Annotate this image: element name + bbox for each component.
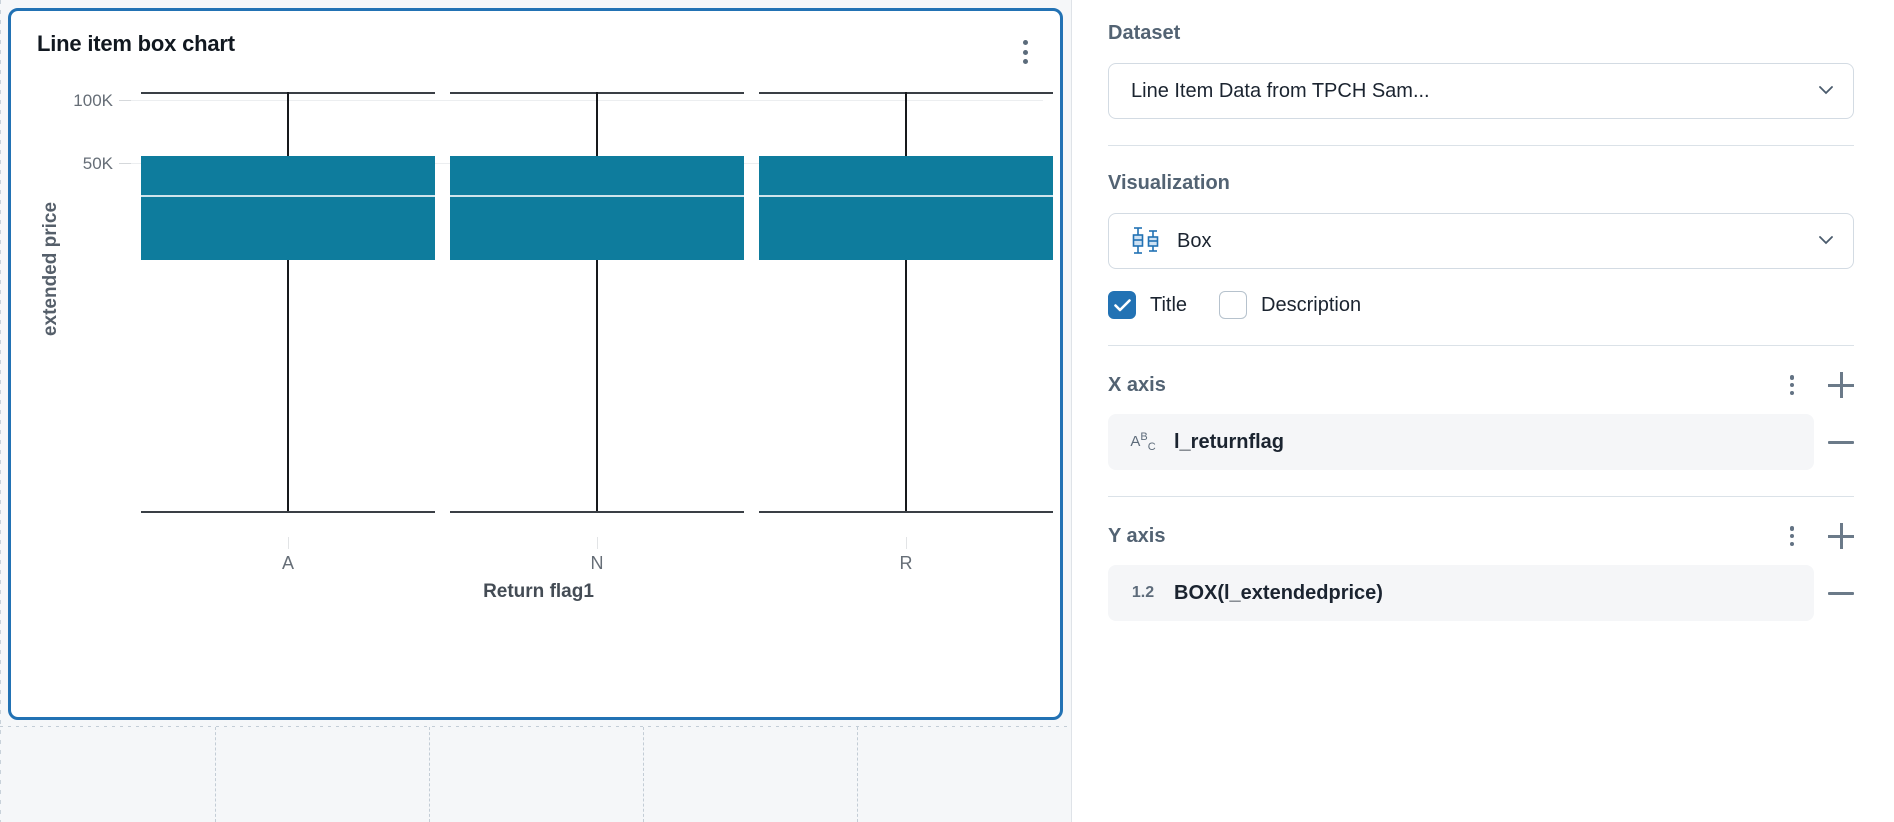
text-type-icon: ABC bbox=[1130, 431, 1156, 453]
kebab-dot bbox=[1789, 533, 1795, 539]
kebab-dot bbox=[1022, 49, 1028, 55]
y-axis-tick-label: 100K bbox=[73, 91, 113, 110]
visualization-select-value: Box bbox=[1177, 229, 1212, 252]
visualization-select[interactable]: Box bbox=[1108, 213, 1854, 269]
whisker-line-lower bbox=[287, 260, 289, 512]
box-plot-icon bbox=[1132, 227, 1159, 254]
whisker-line-upper bbox=[596, 92, 598, 156]
kebab-dot bbox=[1022, 59, 1028, 64]
y-axis-field-row: 1.2 BOX(l_extendedprice) bbox=[1108, 565, 1854, 621]
whisker-line-upper bbox=[905, 92, 907, 156]
chevron-down-icon bbox=[1819, 236, 1833, 245]
whisker-cap-min bbox=[759, 511, 1053, 513]
panel-divider bbox=[1108, 345, 1854, 346]
panel-divider bbox=[1108, 145, 1854, 146]
box-plot-group-n[interactable] bbox=[450, 85, 744, 525]
gridline-100k bbox=[131, 100, 1043, 101]
x-axis-field-name: l_returnflag bbox=[1174, 430, 1285, 453]
box-median-line bbox=[450, 195, 744, 197]
chart-card-selected[interactable]: Line item box chart extended price 100K … bbox=[8, 8, 1063, 720]
plot-drawing-area bbox=[131, 85, 1053, 525]
whisker-cap-min bbox=[141, 511, 435, 513]
dataset-section-label: Dataset bbox=[1108, 22, 1181, 44]
y-axis-field-chip[interactable]: 1.2 BOX(l_extendedprice) bbox=[1108, 565, 1814, 621]
canvas-grid-column-line bbox=[429, 727, 430, 822]
whisker-cap-min bbox=[450, 511, 744, 513]
x-axis-tick-mark bbox=[288, 537, 289, 549]
x-axis-tick-label-a: A bbox=[281, 553, 294, 573]
x-axis-field-chip[interactable]: ABC l_returnflag bbox=[1108, 414, 1814, 470]
box-plot-group-r[interactable] bbox=[759, 85, 1053, 525]
panel-divider bbox=[1108, 496, 1854, 497]
box-median-line bbox=[759, 195, 1053, 197]
y-axis-tick-label: 50K bbox=[82, 154, 113, 173]
box-rect-iqr bbox=[759, 156, 1053, 260]
title-checkbox-label: Title bbox=[1150, 293, 1188, 316]
check-icon bbox=[1113, 298, 1131, 311]
y-axis-remove-field-minus-icon[interactable] bbox=[1828, 591, 1854, 595]
x-axis-section-label: X axis bbox=[1108, 373, 1166, 396]
visualization-section-label: Visualization bbox=[1108, 172, 1230, 194]
y-axis-field-name: BOX(l_extendedprice) bbox=[1174, 581, 1383, 604]
x-axis-kebab-menu-icon[interactable] bbox=[1782, 373, 1802, 397]
kebab-dot bbox=[1789, 541, 1795, 546]
box-rect-iqr bbox=[141, 156, 435, 260]
x-axis-tick-label-n: N bbox=[590, 553, 604, 573]
kebab-dot bbox=[1789, 390, 1795, 395]
x-axis-section-header: X axis bbox=[1108, 372, 1854, 398]
dataset-select[interactable]: Line Item Data from TPCH Sam... bbox=[1108, 63, 1854, 119]
y-axis-section-label: Y axis bbox=[1108, 524, 1166, 547]
box-rect-iqr bbox=[450, 156, 744, 260]
kebab-dot bbox=[1789, 526, 1795, 531]
x-axis-field-row: ABC l_returnflag bbox=[1108, 414, 1854, 470]
kebab-dot bbox=[1789, 382, 1795, 388]
canvas-grid-column-line bbox=[215, 727, 216, 822]
title-checkbox[interactable] bbox=[1108, 291, 1136, 319]
whisker-line-lower bbox=[596, 260, 598, 512]
y-axis-kebab-menu-icon[interactable] bbox=[1782, 524, 1802, 548]
x-axis-add-field-plus-icon[interactable] bbox=[1828, 372, 1854, 398]
x-axis-tick-label-r: R bbox=[899, 553, 913, 573]
display-toggles: Title Description bbox=[1108, 291, 1854, 319]
kebab-dot bbox=[1022, 40, 1028, 45]
y-axis-add-field-plus-icon[interactable] bbox=[1828, 523, 1854, 549]
description-checkbox[interactable] bbox=[1219, 291, 1248, 319]
config-panel: Dataset Line Item Data from TPCH Sam... … bbox=[1071, 0, 1894, 822]
description-checkbox-label: Description bbox=[1261, 293, 1362, 316]
whisker-line-upper bbox=[287, 92, 289, 156]
whisker-line-lower bbox=[905, 260, 907, 512]
dataset-select-value: Line Item Data from TPCH Sam... bbox=[1131, 79, 1430, 102]
box-plot-figure: extended price 100K 50K bbox=[11, 73, 1060, 713]
kebab-dot bbox=[1789, 375, 1795, 380]
chevron-down-icon bbox=[1819, 86, 1833, 95]
x-axis-remove-field-minus-icon[interactable] bbox=[1828, 440, 1854, 444]
box-plot-group-a[interactable] bbox=[141, 85, 435, 525]
x-axis-tick-mark bbox=[906, 537, 907, 549]
canvas-grid-column-line bbox=[857, 727, 858, 822]
canvas-grid-column-line bbox=[643, 727, 644, 822]
chart-kebab-menu-icon[interactable] bbox=[1014, 37, 1036, 67]
canvas-grid-hline bbox=[0, 726, 1071, 727]
chart-title: Line item box chart bbox=[37, 31, 235, 56]
number-type-icon: 1.2 bbox=[1131, 584, 1155, 601]
x-axis-title: Return flag1 bbox=[483, 581, 594, 602]
y-axis-title: extended price bbox=[40, 201, 61, 337]
x-axis-tick-mark bbox=[597, 537, 598, 549]
dashboard-canvas: Line item box chart extended price 100K … bbox=[0, 0, 1071, 822]
box-median-line bbox=[141, 195, 435, 197]
y-axis-section-header: Y axis bbox=[1108, 523, 1854, 549]
